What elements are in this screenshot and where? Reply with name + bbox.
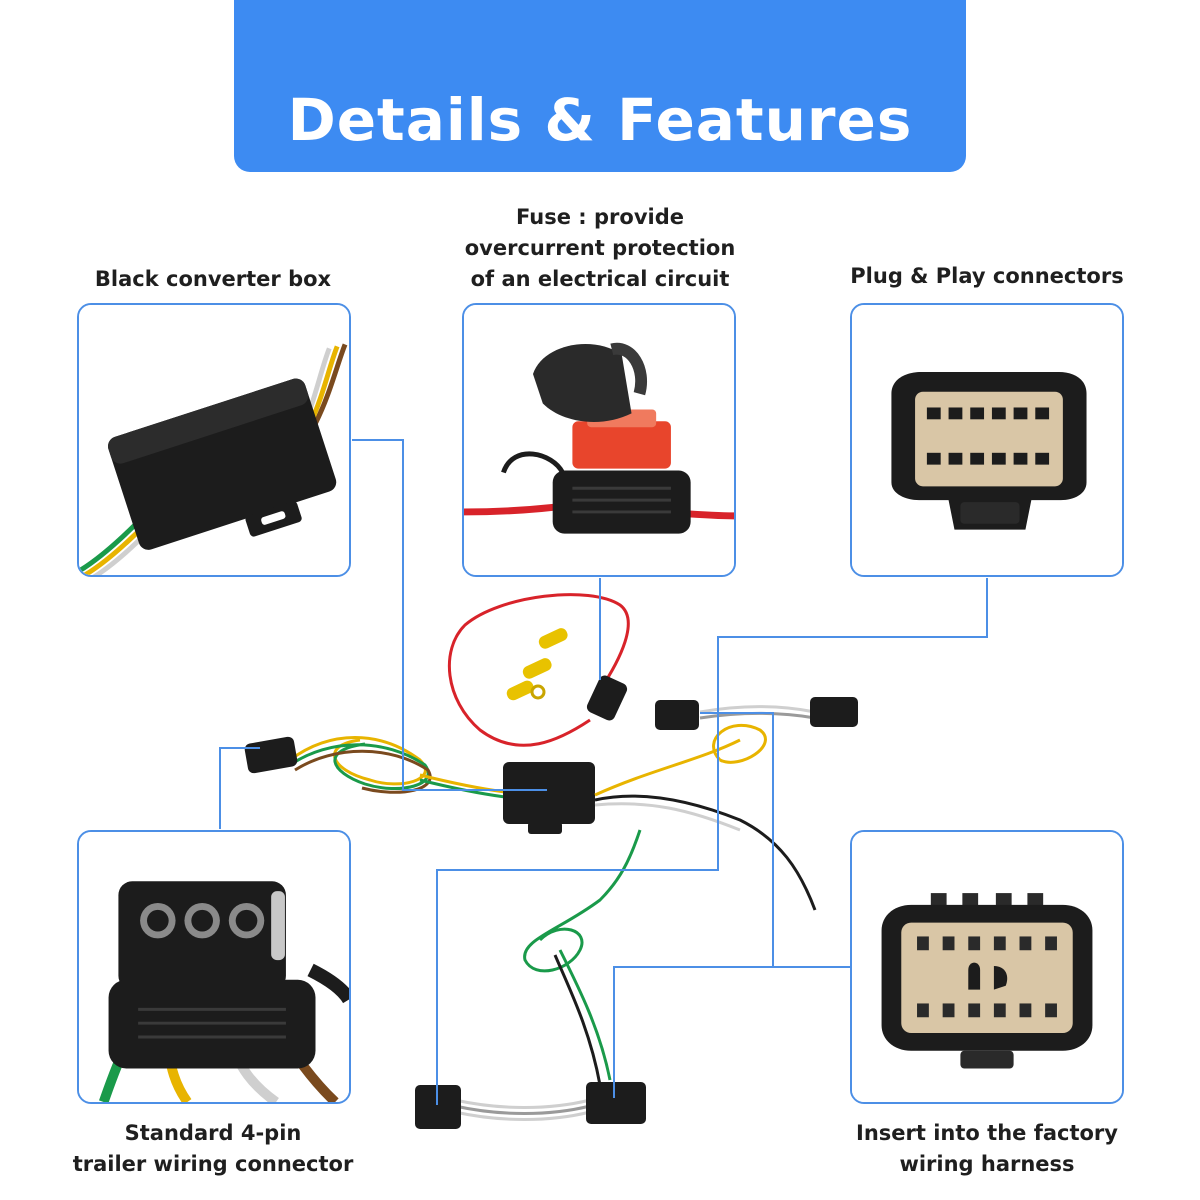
label-four-pin: Standard 4-pin trailer wiring connector [72, 1121, 354, 1176]
leader-lines [219, 439, 988, 1105]
four-pin-connector-icon [79, 832, 349, 1102]
converter-box-small-icon [503, 762, 595, 824]
card-four-pin [77, 830, 351, 1104]
fuse-holder-icon [464, 305, 734, 575]
vehicle-connector-icon [655, 700, 699, 730]
inline-fuse-icon [586, 675, 628, 721]
four-pin-small-icon [244, 736, 298, 774]
card-plug-play [850, 303, 1124, 577]
harness-connector-icon [586, 1082, 646, 1124]
factory-socket-icon [852, 832, 1122, 1102]
harness-connector-icon [415, 1085, 461, 1129]
label-plug-play: Plug & Play connectors [850, 264, 1124, 288]
card-fuse [462, 303, 736, 577]
page-title: Details & Features [287, 86, 913, 154]
butt-connector-icon [506, 628, 568, 701]
converter-box-icon [79, 305, 349, 575]
label-converter-box: Black converter box [94, 267, 332, 291]
fuse-wire [447, 593, 630, 747]
vehicle-connector-icon [810, 697, 858, 727]
connector-plug-icon [852, 305, 1122, 575]
label-fuse: Fuse : provide overcurrent protection of… [464, 205, 736, 291]
card-factory-harness [850, 830, 1124, 1104]
header-banner: Details & Features [234, 0, 966, 172]
label-factory-harness: Insert into the factory wiring harness [856, 1121, 1118, 1176]
card-converter-box [77, 303, 351, 577]
